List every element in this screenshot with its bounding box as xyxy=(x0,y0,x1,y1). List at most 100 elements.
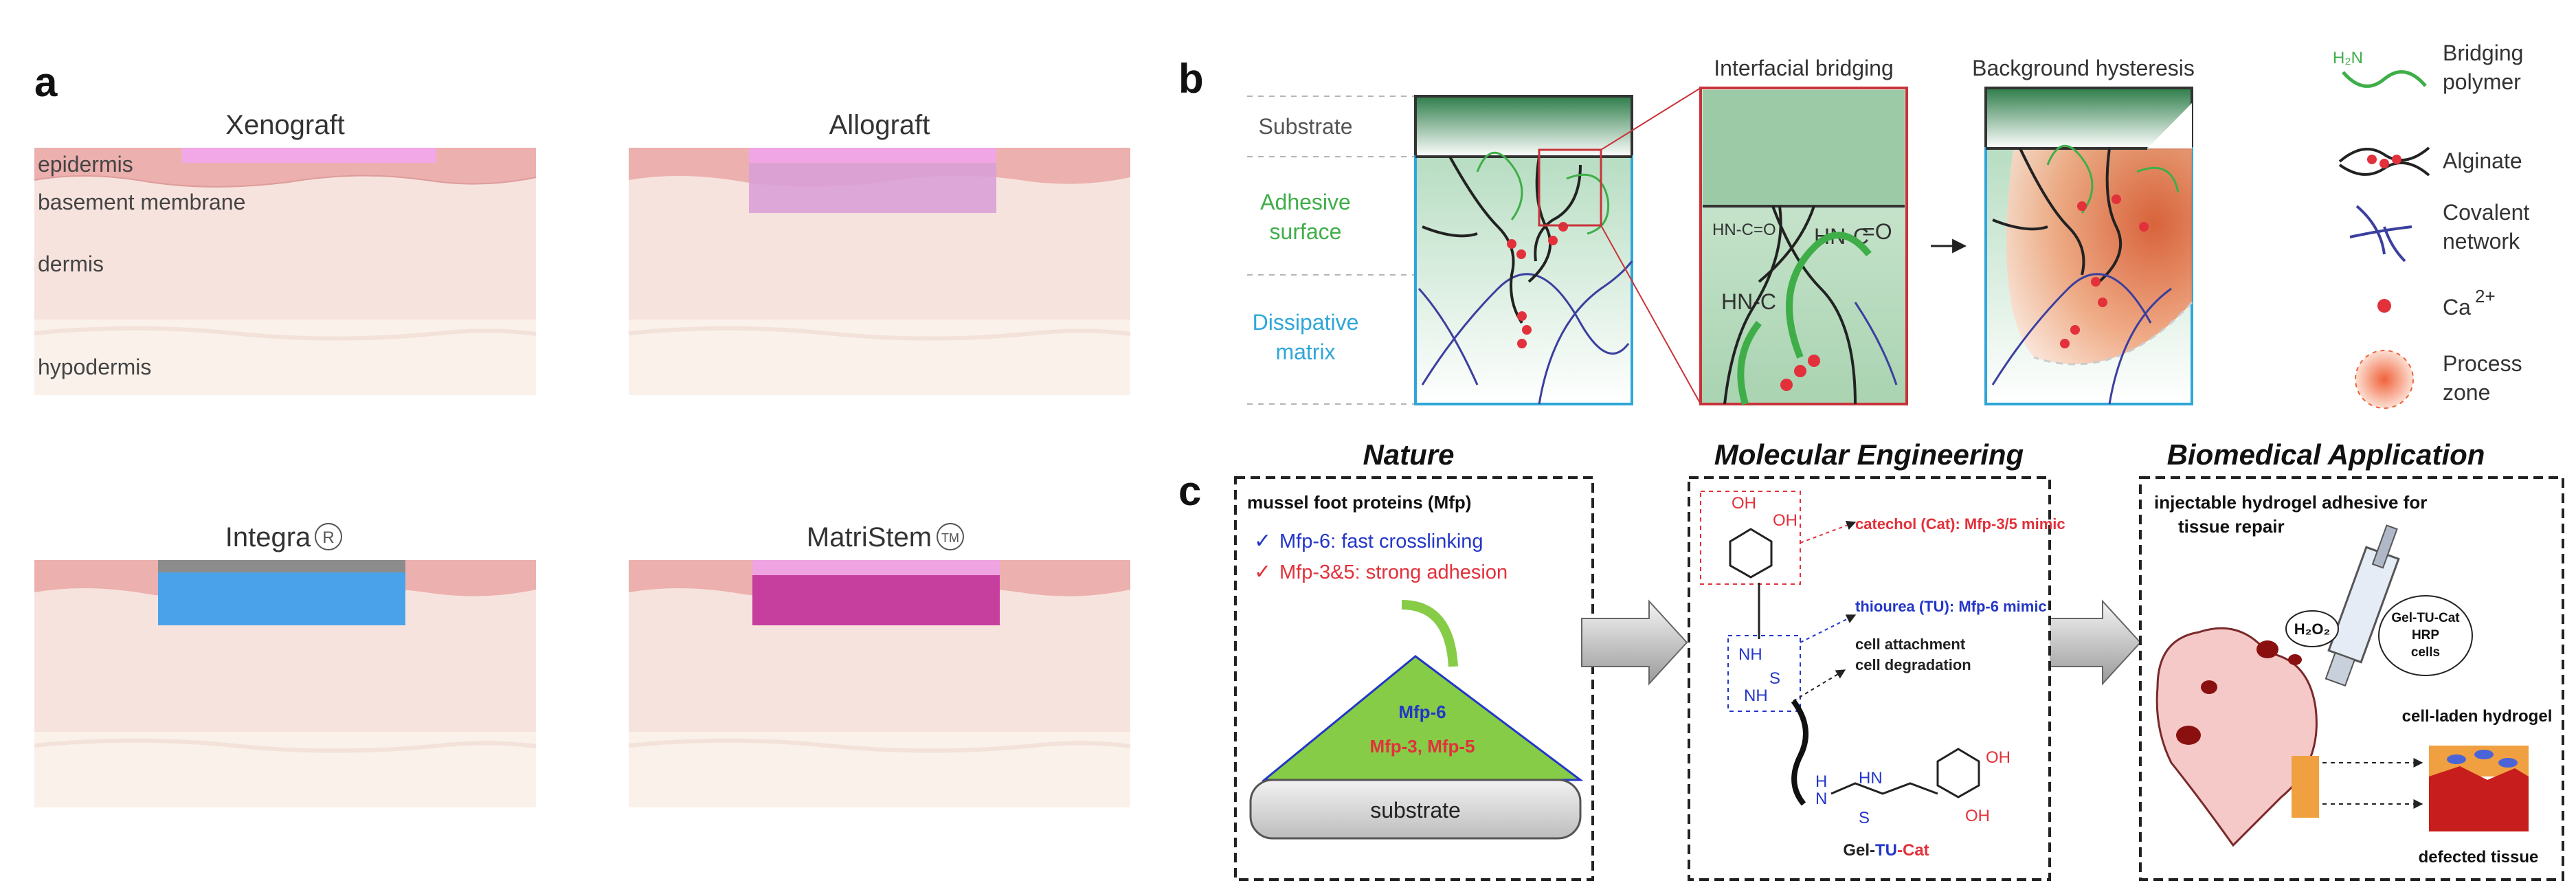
background-hysteresis: Background hysteresis xyxy=(1972,56,2195,405)
svg-text:OH: OH xyxy=(1965,807,1990,825)
label-dissipative-2: matrix xyxy=(1275,339,1335,364)
process-arrow-1 xyxy=(1581,599,1688,686)
graft-xenograft: Xenograft epidermis basement membrane de… xyxy=(34,110,537,395)
label-thiourea: thiourea (TU): Mfp-6 mimic xyxy=(1855,598,2047,615)
svg-text:Process: Process xyxy=(2443,351,2522,376)
chem-o: =O xyxy=(1862,219,1892,244)
graft-title: Allograft xyxy=(829,110,930,140)
xenograft-graft xyxy=(182,148,436,163)
panel-b: b Substrate Adhesive surface Dissipative… xyxy=(1178,41,2529,409)
check-mfp6: Mfp-6: fast crosslinking xyxy=(1279,530,1483,552)
svg-text:N: N xyxy=(1815,790,1827,808)
zoom-box xyxy=(1538,148,1602,227)
layer-label-hypodermis: hypodermis xyxy=(38,355,151,379)
panel-c: c Nature Molecular Engineering Biomedica… xyxy=(1178,438,2564,881)
header-nature: Nature xyxy=(1363,438,1454,471)
svg-text:Covalent: Covalent xyxy=(2443,200,2529,225)
check-icon: ✓ xyxy=(1254,529,1271,553)
substrate-block xyxy=(1249,779,1582,840)
app-title-1: injectable hydrogel adhesive for xyxy=(2154,492,2427,513)
contents-bubble xyxy=(2378,595,2473,676)
hydrogel-patch xyxy=(2292,756,2319,818)
svg-text:polymer: polymer xyxy=(2443,69,2521,94)
process-zone-icon xyxy=(2355,350,2414,409)
svg-text:R: R xyxy=(322,528,334,547)
panel-a: a Xenograft epidermis basement membrane … xyxy=(34,59,1131,807)
catechol-ring xyxy=(1729,528,1773,579)
svg-text:network: network xyxy=(2443,229,2520,254)
graft-matristem: MatriStem TM xyxy=(628,522,1131,807)
graft-integra: Integra R xyxy=(34,522,537,807)
legend-calcium: Ca 2+ xyxy=(2377,286,2496,320)
catechol-highlight xyxy=(1700,491,1801,585)
layer-label-dermis: dermis xyxy=(38,252,104,276)
label-adhesive-1: Adhesive xyxy=(1260,190,1351,214)
calcium-ion-icon xyxy=(2377,299,2391,313)
layer-label-epidermis: epidermis xyxy=(38,152,133,177)
graft-title: Integra xyxy=(225,522,311,552)
label-cell-laden-hydrogel: cell-laden hydrogel xyxy=(2402,707,2553,726)
svg-text:H₂O₂: H₂O₂ xyxy=(2294,621,2331,638)
svg-text:NH: NH xyxy=(1738,645,1762,664)
molecular-box: OH OH NH S NH catechol (Cat): Mfp-3/5 mi… xyxy=(1688,476,2065,881)
legend-bridging-polymer: H₂N Bridging polymer xyxy=(2333,41,2523,94)
layer-label-basement-membrane: basement membrane xyxy=(38,190,245,214)
schematic-base xyxy=(1414,87,1701,405)
mfp-strand xyxy=(1401,600,1458,667)
svg-text:Bridging: Bridging xyxy=(2443,41,2523,65)
registered-mark xyxy=(315,523,342,550)
svg-text:OH: OH xyxy=(1773,511,1797,530)
integra-silicone-layer xyxy=(158,560,405,572)
label-substrate: Substrate xyxy=(1259,114,1353,139)
chem-hn-c-o: HN-C=O xyxy=(1712,221,1776,239)
title-background-hysteresis: Background hysteresis xyxy=(1972,56,2195,80)
h2o2-bubble xyxy=(2285,610,2339,647)
svg-text:substrate: substrate xyxy=(1370,798,1461,823)
graft-title: MatriStem xyxy=(807,522,932,552)
calcium-ions xyxy=(1507,222,1568,348)
svg-text:Ca: Ca xyxy=(2443,295,2471,320)
svg-text:Alginate: Alginate xyxy=(2443,148,2522,173)
check-mfp35: Mfp-3&5: strong adhesion xyxy=(1279,561,1508,583)
hydrogel-block xyxy=(1414,155,1633,405)
svg-text:cells: cells xyxy=(2411,645,2440,660)
covalent-network-icon xyxy=(2349,205,2412,262)
label-defected-tissue: defected tissue xyxy=(2419,848,2539,867)
svg-text:S: S xyxy=(1859,809,1870,827)
alginate-icon xyxy=(2338,146,2430,163)
label-catechol: catechol (Cat): Mfp-3/5 mimic xyxy=(1855,515,2065,533)
svg-text:HRP: HRP xyxy=(2412,628,2439,642)
interfacial-bridging-zoom: Interfacial bridging HN-C=O HN-C =O HN-C xyxy=(1699,56,1908,405)
check-icon: ✓ xyxy=(1254,560,1271,584)
title-interfacial-bridging: Interfacial bridging xyxy=(1714,56,1893,80)
panel-c-letter: c xyxy=(1178,468,1201,514)
svg-text:S: S xyxy=(1769,669,1780,688)
thiourea-highlight xyxy=(1727,635,1801,712)
app-title-2: tissue repair xyxy=(2178,516,2285,537)
svg-text:TM: TM xyxy=(941,531,959,545)
nature-box: mussel foot proteins (Mfp) ✓ Mfp-6: fast… xyxy=(1234,476,1594,881)
application-box: injectable hydrogel adhesive for tissue … xyxy=(2139,476,2564,881)
svg-text:Mfp-3, Mfp-5: Mfp-3, Mfp-5 xyxy=(1369,736,1475,757)
legend-process-zone: Process zone xyxy=(2355,350,2522,409)
panel-a-letter: a xyxy=(34,59,58,105)
svg-text:OH: OH xyxy=(1732,494,1756,513)
svg-text:2+: 2+ xyxy=(2475,286,2496,306)
panel-b-letter: b xyxy=(1178,56,1204,102)
label-cell-degradation: cell degradation xyxy=(1855,656,1971,673)
svg-text:H: H xyxy=(1815,772,1827,791)
svg-text:Gel-TU-Cat: Gel-TU-Cat xyxy=(2391,611,2460,625)
label-dissipative-1: Dissipative xyxy=(1253,310,1359,335)
process-zone xyxy=(2006,148,2192,364)
label-cell-attachment: cell attachment xyxy=(1855,636,1966,653)
legend-alginate: Alginate xyxy=(2338,146,2522,177)
mfp-title: mussel foot proteins (Mfp) xyxy=(1247,492,1471,513)
svg-text:Mfp-6: Mfp-6 xyxy=(1398,702,1446,722)
legend: H₂N Bridging polymer Alginate Covalent n… xyxy=(2333,41,2529,409)
svg-text:zone: zone xyxy=(2443,380,2490,405)
graft-title: Xenograft xyxy=(225,110,344,140)
legend-covalent-network: Covalent network xyxy=(2349,200,2529,262)
svg-text:NH: NH xyxy=(1744,686,1768,705)
svg-text:H₂N: H₂N xyxy=(2333,49,2363,67)
